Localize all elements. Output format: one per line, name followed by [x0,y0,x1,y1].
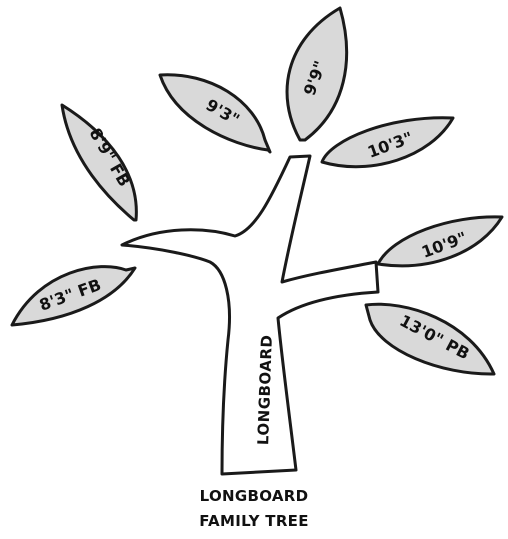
caption-line-1: LONGBOARD [0,484,508,509]
leaf-9-3: 9'3" [160,75,270,152]
leaf-9-9: 9'9" [287,8,347,140]
caption-line-2: FAMILY TREE [0,509,508,534]
leaf-shape [62,105,136,220]
leaf-8-9-fb: 8'9" FB [62,105,136,220]
trunk-label: LONGBOARD [254,334,276,445]
leaf-10-9: 10'9" [378,217,502,266]
leaf-13-0-pb: 13'0" PB [366,304,494,374]
tree-trunk [122,156,378,474]
leaf-10-3: 10'3" [322,118,453,167]
leaf-8-3-fb: 8'3" FB [12,267,135,325]
caption: LONGBOARD FAMILY TREE [0,484,508,534]
